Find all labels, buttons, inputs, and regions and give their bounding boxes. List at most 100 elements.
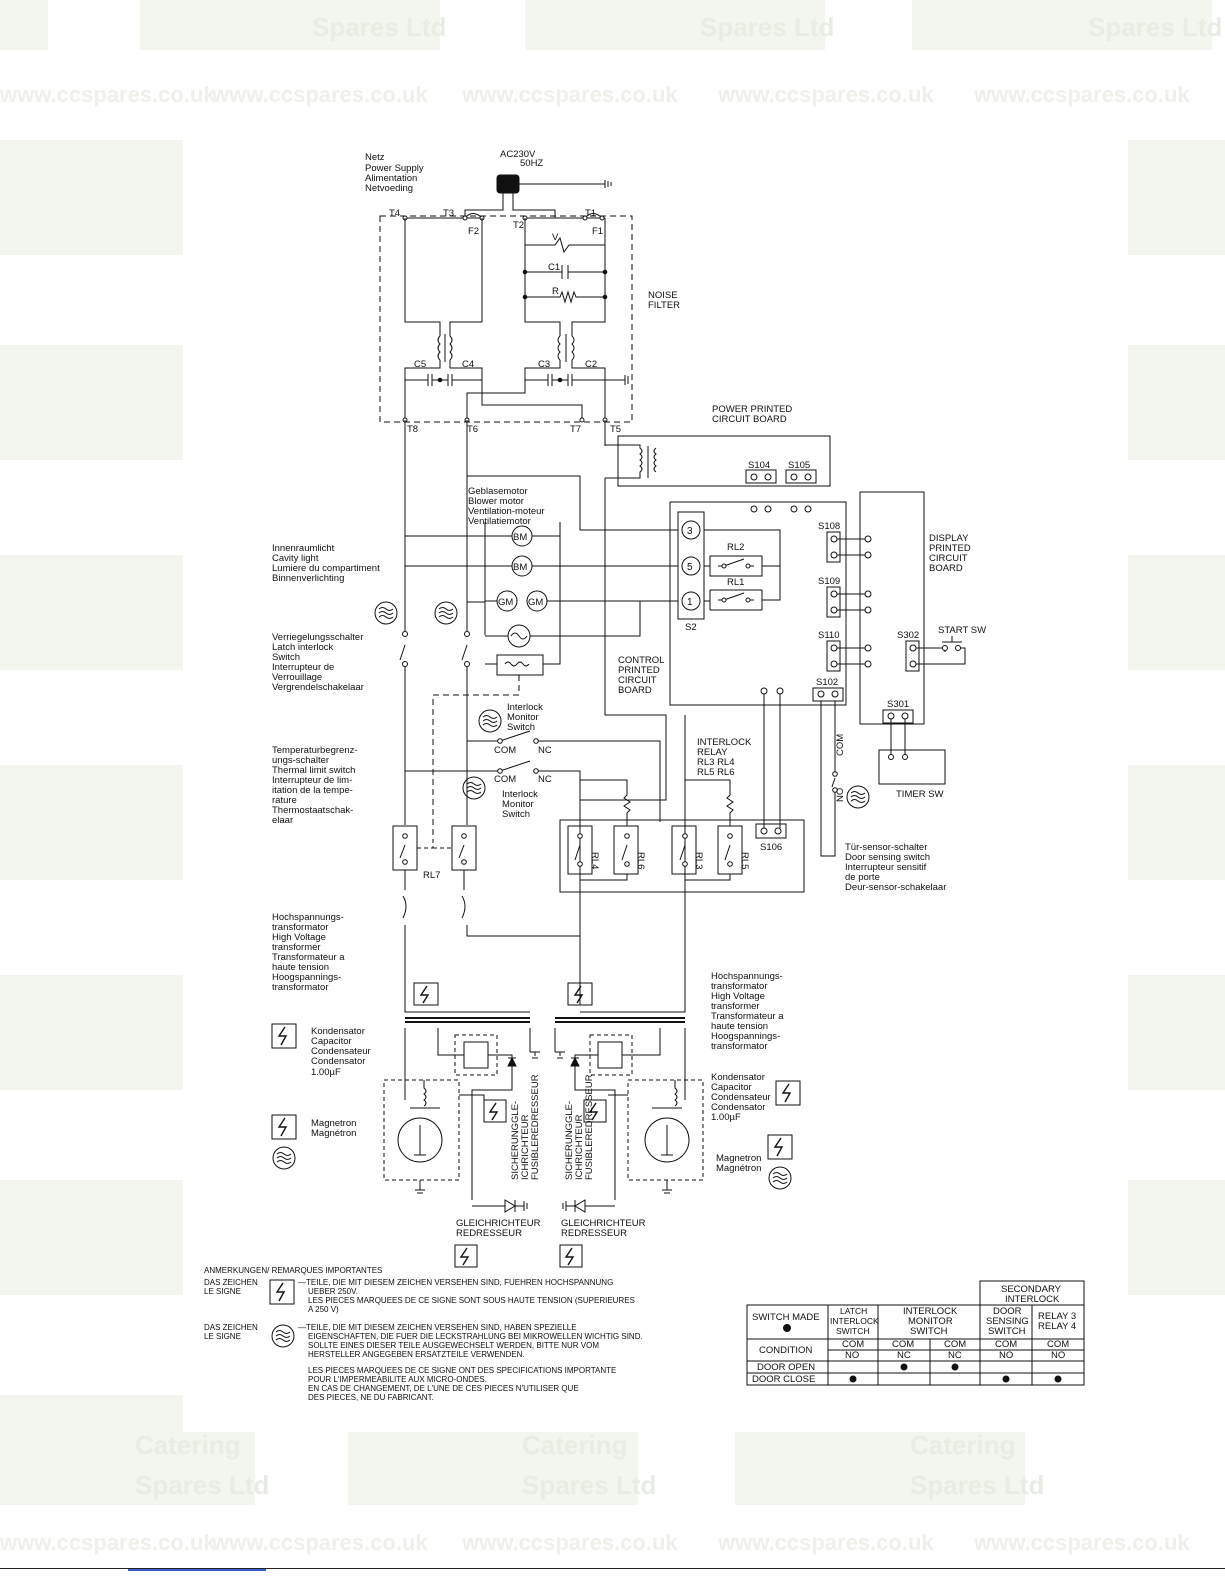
microwave-symbol-icon bbox=[846, 785, 870, 809]
table-row-label: DOOR OPEN bbox=[757, 1362, 815, 1373]
footer-link[interactable] bbox=[128, 1569, 266, 1571]
blower-motor: BM BM bbox=[511, 525, 533, 577]
timer-switch-label: TIMER SW bbox=[896, 789, 944, 800]
interlock-relay-box bbox=[559, 819, 805, 893]
table-cell: NC bbox=[948, 1350, 962, 1361]
capacitor-label: C5 bbox=[414, 359, 426, 370]
note-text: EIGENSCHAFTEN, DIE FUER DIE LECKSTRAHLUN… bbox=[308, 1332, 643, 1341]
note-text: —TEILE, DIE MIT DIESEM ZEICHEN VERSEHEN … bbox=[298, 1323, 577, 1332]
latch-switch-label: Latch interlock bbox=[272, 642, 334, 653]
fuse-rectifier-label: ICHRICHTEUR bbox=[574, 1114, 585, 1180]
magnetron-label: Magnetron bbox=[716, 1153, 761, 1164]
relay-label: RL7 bbox=[423, 870, 440, 881]
high-voltage-warning-icon bbox=[454, 1244, 583, 1268]
thermal-label: rature bbox=[272, 795, 297, 806]
table-dot-icon bbox=[951, 1363, 959, 1371]
cavity-light-label: Lumiere du compartiment bbox=[272, 563, 380, 574]
sign-label: DAS ZEICHEN bbox=[204, 1323, 258, 1332]
fuse-rectifier-label: FUSIBLEREDRESSEUR bbox=[584, 1074, 595, 1180]
relay-label: RL6 bbox=[635, 852, 646, 869]
capacitor-label: Condensateur bbox=[711, 1092, 771, 1103]
table-header: RELAY 3 bbox=[1038, 1311, 1076, 1322]
fuse-rectifier-label: SICHERUNGGLE- bbox=[564, 1101, 575, 1180]
pcb-transformer bbox=[605, 444, 657, 479]
power-supply-label: Netz bbox=[365, 152, 385, 163]
table-header: INTERLOCK bbox=[830, 1316, 879, 1326]
capacitor-label: Condensator bbox=[311, 1056, 365, 1067]
blower-label: Ventilatiemotor bbox=[468, 516, 531, 527]
sign-label: DAS ZEICHEN bbox=[204, 1278, 258, 1287]
motor-label: GM bbox=[528, 597, 543, 608]
nc-label: NC bbox=[538, 745, 552, 756]
high-voltage-warning-icon bbox=[413, 982, 593, 1006]
note-text: LES PIECES MARQUEES DE CE SIGNE ONT DES … bbox=[308, 1366, 616, 1375]
interlock-monitor-label: Interlock bbox=[502, 789, 538, 800]
motor-label: BM bbox=[513, 532, 527, 543]
varistor-label: V bbox=[552, 232, 559, 243]
interlock-relay-label: RL3 RL4 bbox=[697, 757, 735, 768]
blower-label: Geblasemotor bbox=[468, 486, 528, 497]
table-cell: NO bbox=[1051, 1350, 1065, 1361]
microwave-symbol-icon bbox=[478, 709, 502, 733]
magnetron-label: Magnetron bbox=[311, 1118, 356, 1129]
grill-motor: GM GM bbox=[496, 590, 548, 612]
capacitor-label: C3 bbox=[538, 359, 550, 370]
s2-pin: 5 bbox=[687, 562, 693, 573]
com-label: COM bbox=[494, 774, 516, 785]
thermal-label: elaar bbox=[272, 815, 293, 826]
thermal-label: ungs-schalter bbox=[272, 755, 329, 766]
table-header: RELAY 4 bbox=[1038, 1321, 1076, 1332]
rectifier-label: REDRESSEUR bbox=[456, 1228, 522, 1239]
s2-pin: 1 bbox=[687, 597, 693, 608]
display-pcb-label: DISPLAY bbox=[929, 533, 969, 544]
schematic-page bbox=[183, 112, 1128, 1432]
fuse-rectifier-label: SICHERUNGGLE- bbox=[510, 1101, 521, 1180]
power-pcb bbox=[617, 435, 831, 487]
table-dot-icon bbox=[1054, 1375, 1062, 1383]
latch-interlock-switch bbox=[399, 631, 470, 667]
terminal-label: T7 bbox=[570, 424, 581, 435]
thermal-label: Thermal limit switch bbox=[272, 765, 355, 776]
magnetron-right bbox=[627, 1079, 704, 1194]
resistor-label: R bbox=[552, 286, 559, 297]
connector-label: S108 bbox=[818, 521, 840, 532]
power-pcb-label: POWER PRINTED bbox=[712, 404, 792, 415]
table-header: SECONDARY bbox=[1001, 1284, 1062, 1295]
hv-transformer-label: transformator bbox=[272, 922, 329, 933]
capacitor-label: 1.00µF bbox=[311, 1067, 341, 1078]
relay-rl7 bbox=[392, 825, 477, 871]
microwave-symbol-icon bbox=[271, 1324, 295, 1348]
latch-switch-label: Switch bbox=[272, 652, 300, 663]
magnetron-left bbox=[383, 1079, 460, 1194]
blower-label: Ventilation-moteur bbox=[468, 506, 545, 517]
control-pcb-label: BOARD bbox=[618, 685, 652, 696]
hv-transformer-label: transformer bbox=[272, 942, 321, 953]
high-voltage-warning-icon bbox=[767, 1080, 801, 1160]
fuse-label: F1 bbox=[592, 226, 603, 237]
resistor-r bbox=[525, 290, 605, 304]
power-supply-label: Netvoeding bbox=[365, 183, 413, 194]
hv-transformer-label: haute tension bbox=[711, 1021, 768, 1032]
motor-label: GM bbox=[498, 597, 513, 608]
table-cell: COM bbox=[892, 1339, 914, 1350]
interlock-monitor-label: Monitor bbox=[507, 712, 539, 723]
table-dot-icon bbox=[849, 1375, 857, 1383]
power-supply-label: Alimentation bbox=[365, 173, 417, 184]
table-cell: NO bbox=[999, 1350, 1013, 1361]
interlock-monitor-label: Switch bbox=[507, 722, 535, 733]
notes-heading: ANMERKUNGEN/ REMARQUES IMPORTANTES bbox=[204, 1266, 382, 1275]
table-dot-icon bbox=[900, 1363, 908, 1371]
microwave-symbol-icon bbox=[768, 1166, 792, 1190]
control-pcb-label: PRINTED bbox=[618, 665, 660, 676]
interlock-monitor-label: Interlock bbox=[507, 702, 543, 713]
capacitor-label: C4 bbox=[462, 359, 474, 370]
fuse-rectifier-label: FUSIBLEREDRESSEUR bbox=[530, 1074, 541, 1180]
door-switch-label: Tür-sensor-schalter bbox=[845, 842, 927, 853]
interlock-relay-label: INTERLOCK bbox=[697, 737, 752, 748]
interlock-relay-label: RELAY bbox=[697, 747, 728, 758]
table-header: INTERLOCK bbox=[1005, 1294, 1060, 1305]
hv-transformer-label: High Voltage bbox=[711, 991, 765, 1002]
table-header: DOOR bbox=[993, 1306, 1022, 1317]
note-text: A 250 V) bbox=[308, 1305, 339, 1314]
capacitor-label: C2 bbox=[585, 359, 597, 370]
